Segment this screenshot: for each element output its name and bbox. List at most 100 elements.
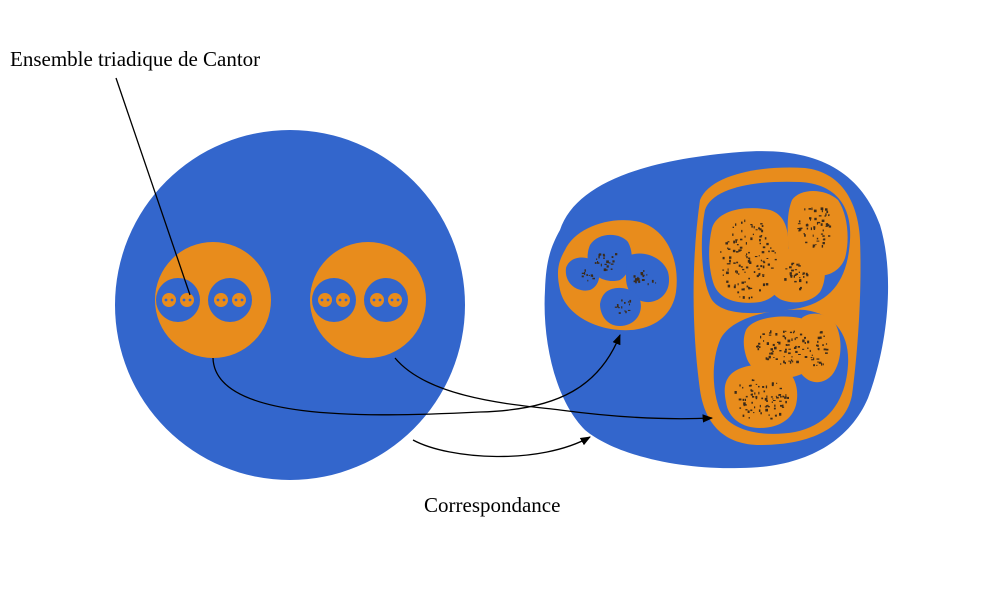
dust-speck-7-76 xyxy=(759,404,761,408)
dust-speck-7-1 xyxy=(768,414,770,416)
dust-speck-7-43 xyxy=(742,398,745,401)
dust-speck-0-15 xyxy=(611,256,614,258)
dust-speck-8-0 xyxy=(787,339,791,343)
dust-speck-2-4 xyxy=(643,270,645,272)
dust-speck-7-55 xyxy=(745,395,748,398)
dust-speck-5-49 xyxy=(805,224,809,227)
dust-speck-8-2 xyxy=(775,333,778,336)
dust-speck-7-25 xyxy=(744,398,746,401)
dust-speck-4-102 xyxy=(763,261,766,264)
dust-speck-8-8 xyxy=(769,332,772,334)
dust-speck-4-81 xyxy=(749,257,751,260)
dust-speck-7-15 xyxy=(765,408,768,412)
dust-speck-4-98 xyxy=(729,256,732,259)
dust-speck-7-12 xyxy=(758,391,760,395)
dust-speck-5-44 xyxy=(812,234,814,237)
dust-speck-4-43 xyxy=(759,239,761,242)
dust-speck-4-119 xyxy=(748,277,750,280)
dust-speck-4-88 xyxy=(746,256,748,259)
left-blue-dot-4-1-2 xyxy=(378,298,382,302)
dust-speck-5-4 xyxy=(811,207,813,211)
left-blue-dot-3-2-2 xyxy=(344,298,348,302)
right-small-blue-2 xyxy=(587,234,632,282)
dust-speck-4-66 xyxy=(759,228,762,231)
dust-speck-7-54 xyxy=(773,407,776,410)
dust-speck-8-41 xyxy=(779,350,782,352)
dust-speck-7-33 xyxy=(761,397,764,400)
dust-speck-2-14 xyxy=(640,272,644,276)
dust-speck-7-66 xyxy=(739,384,741,387)
dust-speck-1-9 xyxy=(591,275,594,277)
dust-speck-4-71 xyxy=(742,268,745,271)
dust-speck-5-17 xyxy=(806,227,809,230)
dust-speck-4-84 xyxy=(757,268,760,270)
dust-speck-7-13 xyxy=(770,396,773,398)
dust-speck-0-21 xyxy=(606,265,609,268)
dust-speck-5-53 xyxy=(821,219,825,222)
dust-speck-9-6 xyxy=(817,336,820,340)
dust-speck-8-54 xyxy=(807,340,810,344)
dust-speck-8-23 xyxy=(788,348,791,350)
dust-speck-4-47 xyxy=(774,258,777,261)
dust-speck-6-10 xyxy=(791,269,794,272)
dust-speck-4-114 xyxy=(748,251,750,254)
dust-speck-7-37 xyxy=(739,407,742,409)
dust-speck-9-24 xyxy=(810,357,813,359)
dust-speck-8-3 xyxy=(794,337,796,341)
dust-speck-9-15 xyxy=(817,340,819,343)
dust-speck-7-26 xyxy=(755,383,758,385)
dust-speck-0-18 xyxy=(603,268,607,272)
dust-speck-4-42 xyxy=(741,281,745,284)
dust-speck-5-25 xyxy=(821,245,824,248)
dust-speck-4-90 xyxy=(728,248,731,250)
dust-speck-4-40 xyxy=(725,272,729,274)
dust-speck-1-2 xyxy=(581,275,584,278)
dust-speck-2-0 xyxy=(646,274,648,276)
dust-speck-5-50 xyxy=(809,217,812,220)
dust-speck-6-3 xyxy=(794,280,797,283)
dust-speck-4-9 xyxy=(727,284,731,288)
dust-speck-8-35 xyxy=(791,356,793,358)
dust-speck-3-8 xyxy=(614,306,618,308)
dust-speck-4-75 xyxy=(739,246,743,249)
dust-speck-4-35 xyxy=(751,225,753,228)
dust-speck-8-1 xyxy=(772,350,774,352)
left-orange-dot-2-1 xyxy=(214,293,228,307)
dust-speck-4-20 xyxy=(747,259,751,263)
dust-speck-5-38 xyxy=(823,238,826,241)
dust-speck-4-5 xyxy=(768,250,770,253)
dust-speck-4-100 xyxy=(742,296,745,299)
dust-speck-5-51 xyxy=(814,217,817,221)
dust-speck-4-46 xyxy=(740,266,743,268)
dust-speck-1-5 xyxy=(584,269,586,272)
dust-speck-5-15 xyxy=(810,227,812,231)
dust-speck-5-40 xyxy=(813,226,816,229)
dust-speck-4-72 xyxy=(757,264,759,267)
left-blue-dot-3-1-1 xyxy=(320,298,324,302)
dust-speck-9-18 xyxy=(823,348,826,351)
dust-speck-0-8 xyxy=(610,268,613,270)
dust-speck-9-4 xyxy=(819,336,822,339)
dust-speck-4-107 xyxy=(736,251,739,253)
dust-speck-8-33 xyxy=(796,360,799,364)
dust-speck-5-13 xyxy=(820,233,824,235)
dust-speck-0-4 xyxy=(602,253,605,256)
dust-speck-9-0 xyxy=(816,364,818,366)
dust-speck-4-44 xyxy=(759,289,761,292)
dust-speck-6-20 xyxy=(805,272,808,276)
dust-speck-8-47 xyxy=(777,341,779,343)
left-blue-dot-1-2-1 xyxy=(182,298,186,302)
dust-speck-5-48 xyxy=(828,214,830,217)
dust-speck-4-13 xyxy=(755,229,758,231)
dust-speck-9-13 xyxy=(818,361,822,364)
right-small-blue-3 xyxy=(626,253,670,303)
dust-speck-4-11 xyxy=(759,242,761,245)
dust-speck-6-28 xyxy=(806,274,809,277)
dust-speck-7-16 xyxy=(784,396,787,399)
dust-speck-4-94 xyxy=(732,226,734,228)
dust-speck-3-3 xyxy=(618,312,621,314)
dust-speck-8-6 xyxy=(784,330,787,332)
dust-speck-5-7 xyxy=(816,237,819,240)
dust-speck-8-16 xyxy=(802,348,805,350)
